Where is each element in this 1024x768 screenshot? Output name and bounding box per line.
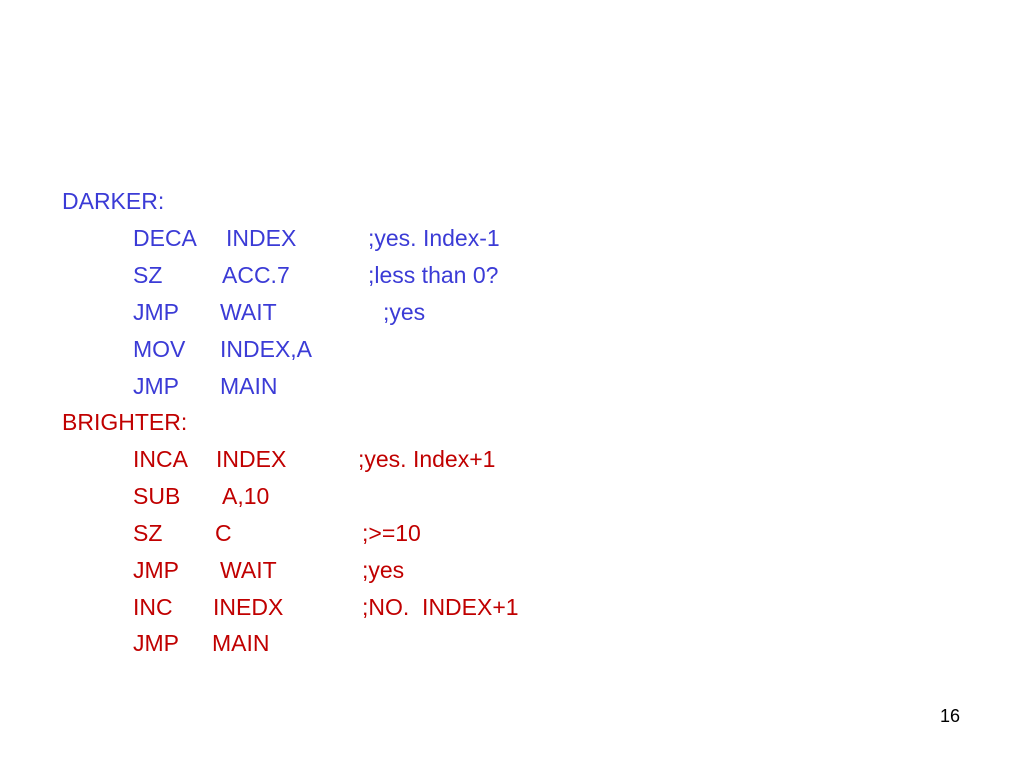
opcode: SZ xyxy=(133,520,163,546)
opcode: INC xyxy=(133,594,173,620)
operand: INDEX,A xyxy=(220,336,313,362)
opcode: JMP xyxy=(133,373,179,399)
section-label: DARKER: xyxy=(62,188,165,214)
opcode: JMP xyxy=(133,299,179,325)
operand: WAIT xyxy=(220,299,277,325)
operand: A,10 xyxy=(222,483,270,509)
code-line: SZ ACC.7 ;less than 0? xyxy=(0,260,1024,290)
opcode: JMP xyxy=(133,557,179,583)
operand: MAIN xyxy=(220,373,278,399)
code-line: JMP MAIN xyxy=(0,628,1024,658)
page-number: 16 xyxy=(940,706,961,726)
code-line: INC INEDX ;NO. INDEX+1 xyxy=(0,592,1024,622)
code-line: SUB A,10 xyxy=(0,481,1024,511)
brighter-label: BRIGHTER: xyxy=(62,407,187,437)
comment: ;yes. Index-1 xyxy=(368,225,500,251)
operand: INDEX xyxy=(226,225,297,251)
code-line: MOV INDEX,A xyxy=(0,334,1024,364)
opcode: SUB xyxy=(133,483,181,509)
code-line: DECA INDEX ;yes. Index-1 xyxy=(0,223,1024,253)
code-line: JMP WAIT ;yes xyxy=(0,555,1024,585)
comment: ;less than 0? xyxy=(368,262,499,288)
opcode: SZ xyxy=(133,262,163,288)
operand: WAIT xyxy=(220,557,277,583)
code-line: INCA INDEX ;yes. Index+1 xyxy=(0,444,1024,474)
section-label: BRIGHTER: xyxy=(62,409,188,435)
operand: INEDX xyxy=(213,594,284,620)
code-line: SZ C ;>=10 xyxy=(0,518,1024,548)
operand: ACC.7 xyxy=(222,262,290,288)
comment: ;yes xyxy=(362,557,405,583)
code-line: JMP WAIT ;yes xyxy=(0,297,1024,327)
comment: ;yes xyxy=(383,299,426,325)
opcode: MOV xyxy=(133,336,186,362)
darker-label: DARKER: xyxy=(62,186,164,216)
operand: MAIN xyxy=(212,630,270,656)
comment: ;yes. Index+1 xyxy=(358,446,496,472)
opcode: JMP xyxy=(133,630,179,656)
code-line: JMP MAIN xyxy=(0,371,1024,401)
operand: C xyxy=(215,520,232,546)
opcode: INCA xyxy=(133,446,188,472)
comment: ;>=10 xyxy=(362,520,421,546)
opcode: DECA xyxy=(133,225,197,251)
comment: ;NO. INDEX+1 xyxy=(362,594,519,620)
operand: INDEX xyxy=(216,446,287,472)
